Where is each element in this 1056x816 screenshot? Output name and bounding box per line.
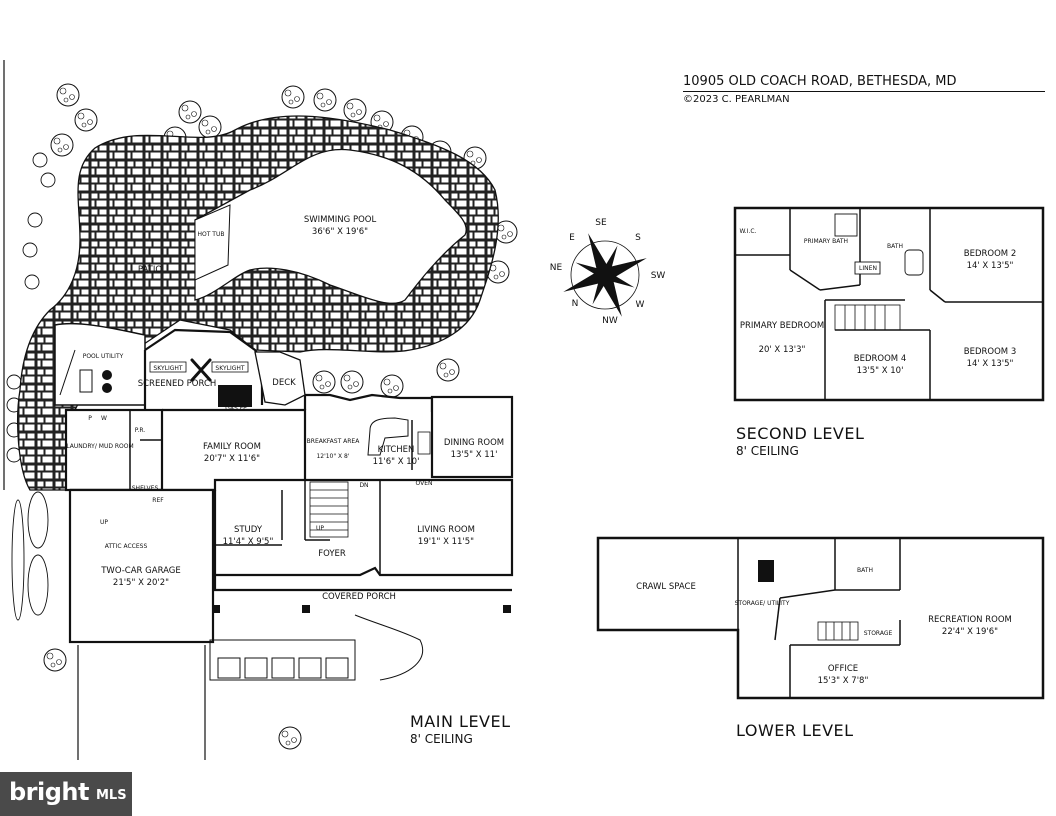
main-level-caption: MAIN LEVEL 8' CEILING: [410, 712, 511, 746]
storage-label: STORAGE: [864, 630, 893, 637]
screened-porch-label: SCREENED PORCH: [138, 379, 217, 389]
living-room-name: LIVING ROOM: [417, 525, 475, 535]
dining-room-name: DINING ROOM: [444, 438, 504, 448]
hot-tub: [194, 204, 231, 281]
washer-w-label: W: [101, 415, 107, 422]
breakfast-name: BREAKFAST AREA: [307, 438, 361, 445]
primary-bath-label: PRIMARY BATH: [804, 238, 848, 245]
skylight-label-2: SKYLIGHT: [215, 365, 244, 372]
garage-name: TWO-CAR GARAGE: [100, 566, 181, 576]
second-level-ceiling: 8' CEILING: [736, 444, 799, 458]
living-room-dims: 19'1" X 11'5": [418, 537, 474, 547]
address-title: 10905 OLD COACH ROAD, BETHESDA, MD: [683, 74, 957, 89]
powder-room-label: P.R.: [135, 427, 146, 434]
gas-fp-label: GAS FP: [225, 405, 247, 412]
office-dims: 15'3" X 7'8": [818, 676, 869, 686]
svg-text:W: W: [636, 300, 645, 310]
lower-level-walls: [596, 536, 1045, 700]
lower-level-title: LOWER LEVEL: [736, 721, 854, 740]
storage-utility-label: STORAGE/ UTILITY: [735, 600, 790, 607]
svg-text:SE: SE: [595, 218, 607, 228]
second-bath-label: BATH: [887, 243, 903, 250]
stairs-dn-label: DN: [359, 482, 368, 489]
wic-label: W.I.C.: [740, 228, 757, 235]
lower-stairs: [817, 621, 859, 641]
main-level-title: MAIN LEVEL: [410, 712, 511, 731]
bedroom4-name: BEDROOM 4: [854, 354, 906, 364]
attic-access-label: ATTIC ACCESS: [105, 543, 148, 550]
compass-rose-icon: [563, 233, 647, 317]
lower-level-caption: LOWER LEVEL: [736, 721, 854, 740]
logo-brand: bright: [9, 778, 89, 806]
recreation-room-dims: 22'4" X 19'6": [942, 627, 998, 637]
swimming-pool: [194, 148, 467, 304]
second-level-caption: SECOND LEVEL 8' CEILING: [736, 424, 864, 458]
primary-bedroom-name: PRIMARY BEDROOM: [740, 321, 824, 331]
svg-text:NW: NW: [602, 316, 618, 326]
lower-bath-label: BATH: [857, 567, 873, 574]
fireplace: [218, 385, 252, 407]
dining-room-dims: 13'5" X 11': [451, 450, 498, 460]
ref-label: REF: [152, 497, 164, 504]
study-name: STUDY: [234, 525, 263, 535]
breakfast-dims: 12'10" X 8': [316, 453, 349, 460]
patio-label: PATIO: [138, 265, 162, 275]
washer-p-label: P: [88, 415, 92, 422]
compass-labels: SE S SW W NW N NE E: [550, 218, 666, 326]
second-level-title: SECOND LEVEL: [736, 424, 865, 443]
study-dims: 11'4" X 9'5": [223, 537, 274, 547]
stairs-up-label: UP: [316, 525, 324, 532]
hot-tub-label: HOT TUB: [198, 231, 225, 238]
svg-text:N: N: [572, 299, 579, 309]
bedroom4-dims: 13'5" X 10': [857, 366, 904, 376]
copyright: ©2023 C. PEARLMAN: [683, 94, 790, 105]
second-level-stairs: [834, 304, 901, 331]
interior-walls: [129, 410, 413, 575]
hedge: [11, 491, 49, 621]
front-walkway: [209, 614, 423, 681]
pool-utility-label: POOL UTILITY: [83, 353, 124, 360]
bedroom2-dims: 14' X 13'5": [967, 261, 1014, 271]
covered-porch-label: COVERED PORCH: [322, 592, 396, 602]
svg-text:SW: SW: [651, 271, 666, 281]
pool-utility-room: [54, 322, 146, 406]
main-level-ceiling: 8' CEILING: [410, 732, 473, 746]
main-level-walls: [64, 328, 514, 644]
bedroom2-name: BEDROOM 2: [964, 249, 1016, 259]
ceiling-fan-icon: [190, 358, 212, 382]
linen-label: LINEN: [859, 265, 877, 272]
shelves-label: SHELVES: [132, 485, 159, 492]
family-room-name: FAMILY ROOM: [203, 442, 261, 452]
pool-dims: 36'6" X 19'6": [312, 227, 368, 237]
crawl-space-label: CRAWL SPACE: [636, 582, 696, 592]
recreation-room-name: RECREATION ROOM: [928, 615, 1012, 625]
garage-up-label: UP: [100, 519, 108, 526]
driveway: [77, 645, 206, 760]
svg-text:S: S: [635, 233, 641, 243]
deck-label: DECK: [272, 378, 296, 388]
oven-label: OVEN: [415, 480, 432, 487]
deck: [254, 351, 306, 406]
logo-suffix: MLS: [96, 788, 127, 803]
bedroom3-name: BEDROOM 3: [964, 347, 1016, 357]
svg-text:NE: NE: [550, 263, 563, 273]
kitchen-name: KITCHEN: [378, 445, 415, 455]
office-name: OFFICE: [828, 664, 858, 674]
kitchen-dims: 11'6" X 10': [373, 457, 420, 467]
header-rule: [683, 91, 1045, 92]
garage-dims: 21'5" X 20'2": [113, 578, 169, 588]
family-room-dims: 20'7" X 11'6": [204, 454, 260, 464]
bright-mls-logo: bright MLS: [0, 772, 132, 816]
bedroom3-dims: 14' X 13'5": [967, 359, 1014, 369]
laundry-label: LAUNDRY/ MUD ROOM: [66, 443, 133, 450]
skylight-label-1: SKYLIGHT: [153, 365, 182, 372]
primary-bedroom-dims: 20' X 13'3": [759, 345, 806, 355]
main-stairs: [309, 481, 349, 538]
svg-text:E: E: [569, 233, 575, 243]
pool-name: SWIMMING POOL: [304, 215, 377, 225]
foyer-label: FOYER: [318, 549, 346, 559]
